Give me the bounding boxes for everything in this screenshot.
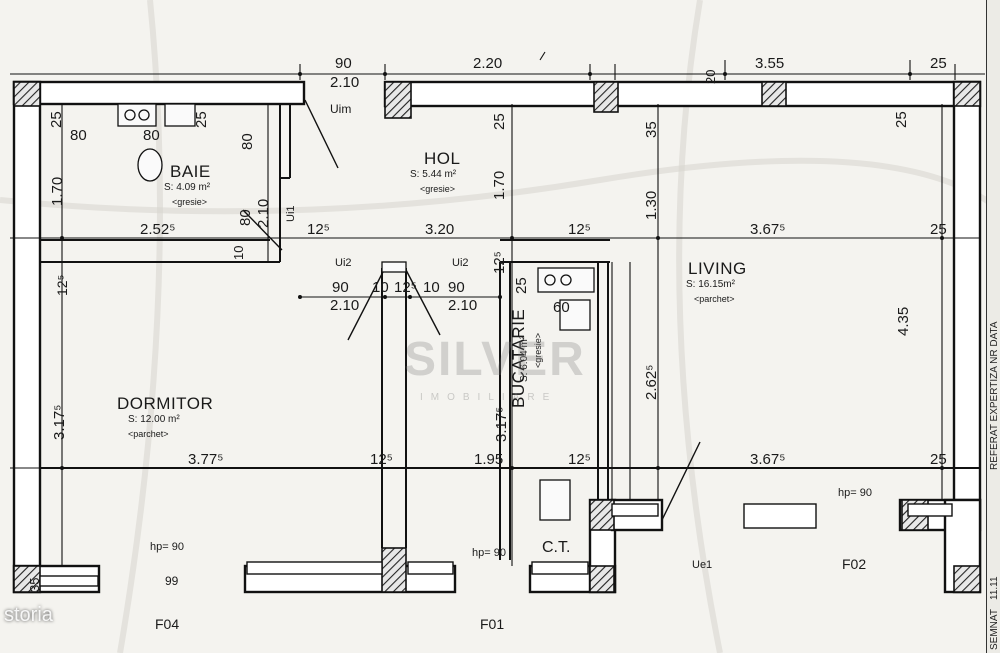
interior-dimension-lines (10, 104, 980, 566)
margin-text: REFERAT EXPERTIZA NR DATA (989, 321, 1000, 470)
dim-text: 25 (930, 451, 947, 468)
dim-text: 2.52⁵ (140, 221, 176, 238)
dim-text: 25 (893, 111, 910, 128)
dim-text: 20 (703, 69, 718, 84)
dim-text: 90 (448, 279, 465, 296)
hp-label-center: hp= 90 (472, 547, 506, 559)
room-name-living: LIVING (688, 259, 747, 278)
dim-text: 25 (491, 113, 508, 130)
dim-text: 35 (643, 121, 660, 138)
door-tag-ui1: Ui1 (285, 205, 297, 222)
dim-text: 2.10 (330, 297, 360, 314)
dim-text: 12⁵ (491, 251, 508, 274)
dim-text: 2.20 (473, 55, 503, 72)
dim-text: 80 (143, 127, 160, 144)
dim-text: 2.10 (448, 297, 478, 314)
room-name-baie: BAIE (170, 162, 211, 181)
paper-fold (0, 157, 1000, 215)
dim-text: 90 (332, 279, 349, 296)
dim-text: 60 (553, 299, 570, 316)
dim-text: 12⁵ (54, 274, 70, 296)
hp-label-left: hp= 90 (150, 541, 184, 553)
bathroom-fixtures (117, 103, 196, 182)
dim-text: 3.67⁵ (750, 221, 786, 238)
dim-text: 3.55 (755, 55, 785, 72)
dim-text: 12⁵ (568, 221, 591, 238)
top-dimension-lines (10, 51, 985, 80)
dim-text: 2.10 (330, 74, 360, 91)
ct-label: C.T. (542, 539, 571, 556)
door-tag-ui2-right: Ui2 (452, 257, 469, 269)
door-tag-uim: Uim (330, 102, 352, 116)
dim-text: 99 (165, 574, 179, 588)
door-tag-ue1: Ue1 (692, 559, 713, 571)
facade-f01: F01 (480, 616, 505, 632)
dim-text: 12⁵ (307, 221, 330, 238)
structural-columns (13, 81, 981, 593)
dim-text: 1.30 (643, 190, 660, 220)
dim-text: 3.17⁵ (51, 404, 68, 440)
dim-text: 25 (930, 55, 947, 72)
windows (39, 503, 953, 587)
dim-text: 2.10 (255, 198, 272, 228)
dim-text: 12⁵ (370, 451, 393, 468)
room-floor-baie: <gresie> (172, 197, 208, 207)
dim-text: 3.20 (425, 221, 455, 238)
kitchen-fixtures (537, 262, 631, 521)
room-floor-living: <parchet> (694, 294, 735, 304)
source-watermark: storia (4, 604, 53, 626)
dim-text: 12⁵ (568, 451, 591, 468)
dim-text: 80 (237, 209, 254, 226)
dim-text: 80 (239, 133, 256, 150)
dim-text: 90 (335, 55, 352, 72)
dim-text: 10 (372, 279, 389, 296)
dim-text: 3.77⁵ (188, 451, 224, 468)
dim-text: 1.95 (474, 451, 504, 468)
dim-text: 3.17⁵ (493, 406, 510, 442)
dim-text: 25 (193, 111, 210, 128)
dim-text: 35 (27, 577, 42, 592)
dim-text: 3.67⁵ (750, 451, 786, 468)
dim-text: 12⁵ (394, 279, 417, 296)
hp-label-right: hp= 90 (838, 487, 872, 499)
room-name-hol: HOL (424, 149, 461, 168)
room-area-baie: S: 4.09 m² (164, 182, 211, 193)
door-tag-ui2-left: Ui2 (335, 257, 352, 269)
room-area-dormitor: S: 12.00 m² (128, 414, 180, 425)
facade-f04: F04 (155, 616, 180, 632)
watermark-logo: SILVER (404, 333, 586, 386)
dim-text: 80 (70, 127, 87, 144)
watermark-subtitle: IMOBILIARE (420, 392, 558, 403)
margin-text: 11.11 (989, 576, 1000, 600)
dim-text: 1.70 (491, 170, 508, 200)
room-floor-hol: <gresie> (420, 184, 456, 194)
dim-text: 2.62⁵ (643, 364, 660, 400)
margin-text: SEMNAT (989, 609, 1000, 650)
dim-text: 25 (930, 221, 947, 238)
facade-f02: F02 (842, 556, 867, 572)
room-name-dormitor: DORMITOR (117, 394, 214, 413)
dim-text: 10 (231, 245, 246, 260)
margin-strip (986, 0, 1000, 653)
dim-text: 10 (423, 279, 440, 296)
doors (242, 99, 701, 521)
dim-text: 1.70 (49, 176, 66, 206)
room-area-hol: S: 5.44 m² (410, 169, 457, 180)
room-area-living: S: 16.15m² (686, 279, 735, 290)
dim-text: 25 (48, 111, 65, 128)
dim-text: 25 (513, 277, 530, 294)
dim-text: 4.35 (895, 306, 912, 336)
room-floor-dormitor: <parchet> (128, 429, 169, 439)
